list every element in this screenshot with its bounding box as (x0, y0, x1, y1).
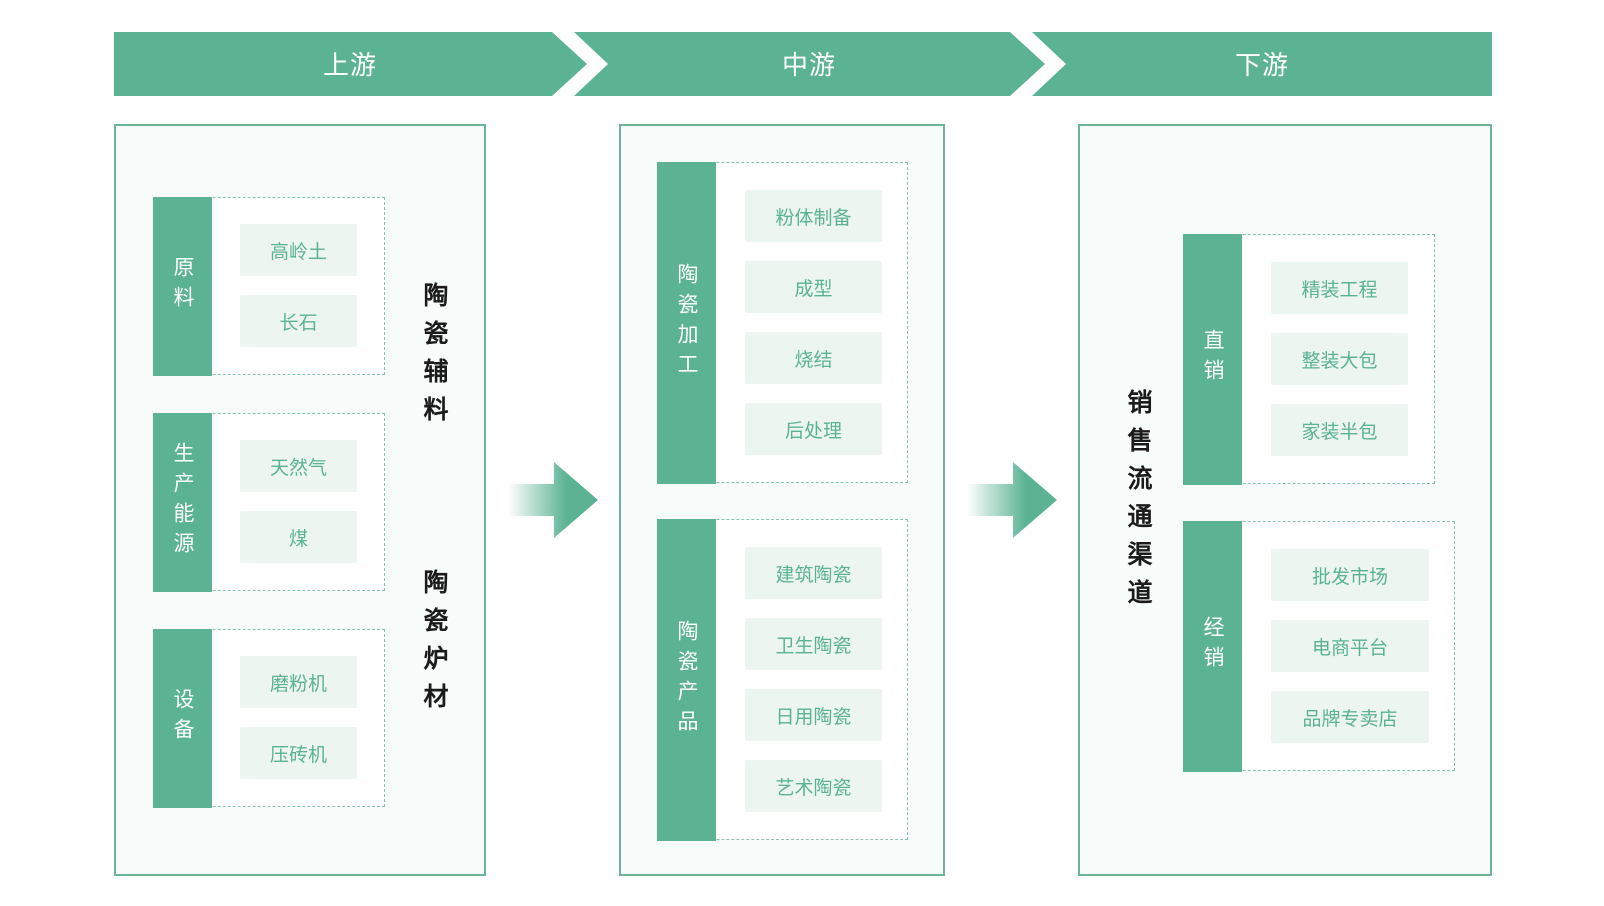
chip-item: 磨粉机 (240, 656, 357, 708)
chip-item: 高岭土 (240, 224, 357, 276)
group-label: 生产能源 (171, 442, 194, 562)
chip-item: 建筑陶瓷 (745, 547, 882, 599)
chip-item: 电商平台 (1271, 620, 1429, 672)
group-label: 经销 (1201, 616, 1224, 676)
chip-item: 批发市场 (1271, 549, 1429, 601)
side-label-ceramic-auxiliary: 陶瓷辅料 (420, 282, 448, 434)
stage-banner-midstream (574, 32, 1045, 96)
chip-item: 整装大包 (1271, 333, 1408, 385)
chip-item: 长石 (240, 295, 357, 347)
chip-item: 卫生陶瓷 (745, 618, 882, 670)
stage-banner (114, 32, 1492, 96)
chip-item: 后处理 (745, 403, 882, 455)
group-tab: 生产能源 (152, 412, 212, 592)
group-distribution: 经销 批发市场 电商平台 品牌专卖店 (1182, 520, 1455, 772)
group-ceramic-processing: 陶瓷加工 粉体制备 成型 烧结 后处理 (656, 161, 908, 484)
group-direct-sales: 直销 精装工程 整装大包 家装半包 (1182, 233, 1435, 485)
group-label: 原料 (171, 256, 194, 316)
downstream-panel: 销售流通渠道 直销 精装工程 整装大包 家装半包 经销 批发市场 电商平台 品牌… (1078, 124, 1492, 876)
group-tab: 直销 (1182, 233, 1242, 485)
chip-item: 家装半包 (1271, 404, 1408, 456)
stage-label-downstream: 下游 (1234, 50, 1289, 80)
midstream-panel: 陶瓷加工 粉体制备 成型 烧结 后处理 陶瓷产品 建筑陶瓷 卫生陶瓷 日用陶瓷 … (619, 124, 945, 876)
group-label: 陶瓷加工 (675, 262, 698, 383)
group-energy: 生产能源 天然气 煤 (152, 412, 385, 592)
flow-arrow-icon (508, 462, 598, 538)
chip-item: 压砖机 (240, 727, 357, 779)
chip-item: 品牌专卖店 (1271, 691, 1429, 743)
stage-label-upstream: 上游 (322, 50, 377, 80)
group-label: 设备 (171, 688, 194, 748)
group-label: 陶瓷产品 (675, 619, 698, 740)
flow-arrow-icon (967, 462, 1057, 538)
group-tab: 陶瓷产品 (656, 518, 716, 841)
group-equipment: 设备 磨粉机 压砖机 (152, 628, 385, 808)
chip-item: 粉体制备 (745, 190, 882, 242)
group-tab: 设备 (152, 628, 212, 808)
chip-item: 天然气 (240, 440, 357, 492)
chip-item: 日用陶瓷 (745, 689, 882, 741)
group-tab: 陶瓷加工 (656, 161, 716, 484)
upstream-panel: 原料 高岭土 长石 生产能源 天然气 煤 设备 磨粉机 压砖机 陶瓷辅料 陶瓷炉… (114, 124, 486, 876)
stage-label-midstream: 中游 (781, 50, 836, 80)
group-tab: 原料 (152, 196, 212, 376)
chip-item: 精装工程 (1271, 262, 1408, 314)
chip-item: 艺术陶瓷 (745, 760, 882, 812)
stage-banner-upstream (114, 32, 587, 96)
group-raw-materials: 原料 高岭土 长石 (152, 196, 385, 376)
side-label-ceramic-furnace: 陶瓷炉材 (420, 569, 448, 721)
group-tab: 经销 (1182, 520, 1242, 772)
chip-item: 成型 (745, 261, 882, 313)
group-ceramic-products: 陶瓷产品 建筑陶瓷 卫生陶瓷 日用陶瓷 艺术陶瓷 (656, 518, 908, 841)
side-label-sales-channels: 销售流通渠道 (1124, 389, 1152, 617)
chip-item: 烧结 (745, 332, 882, 384)
group-label: 直销 (1201, 329, 1224, 389)
chip-item: 煤 (240, 511, 357, 563)
stage-banner-downstream (1032, 32, 1492, 96)
